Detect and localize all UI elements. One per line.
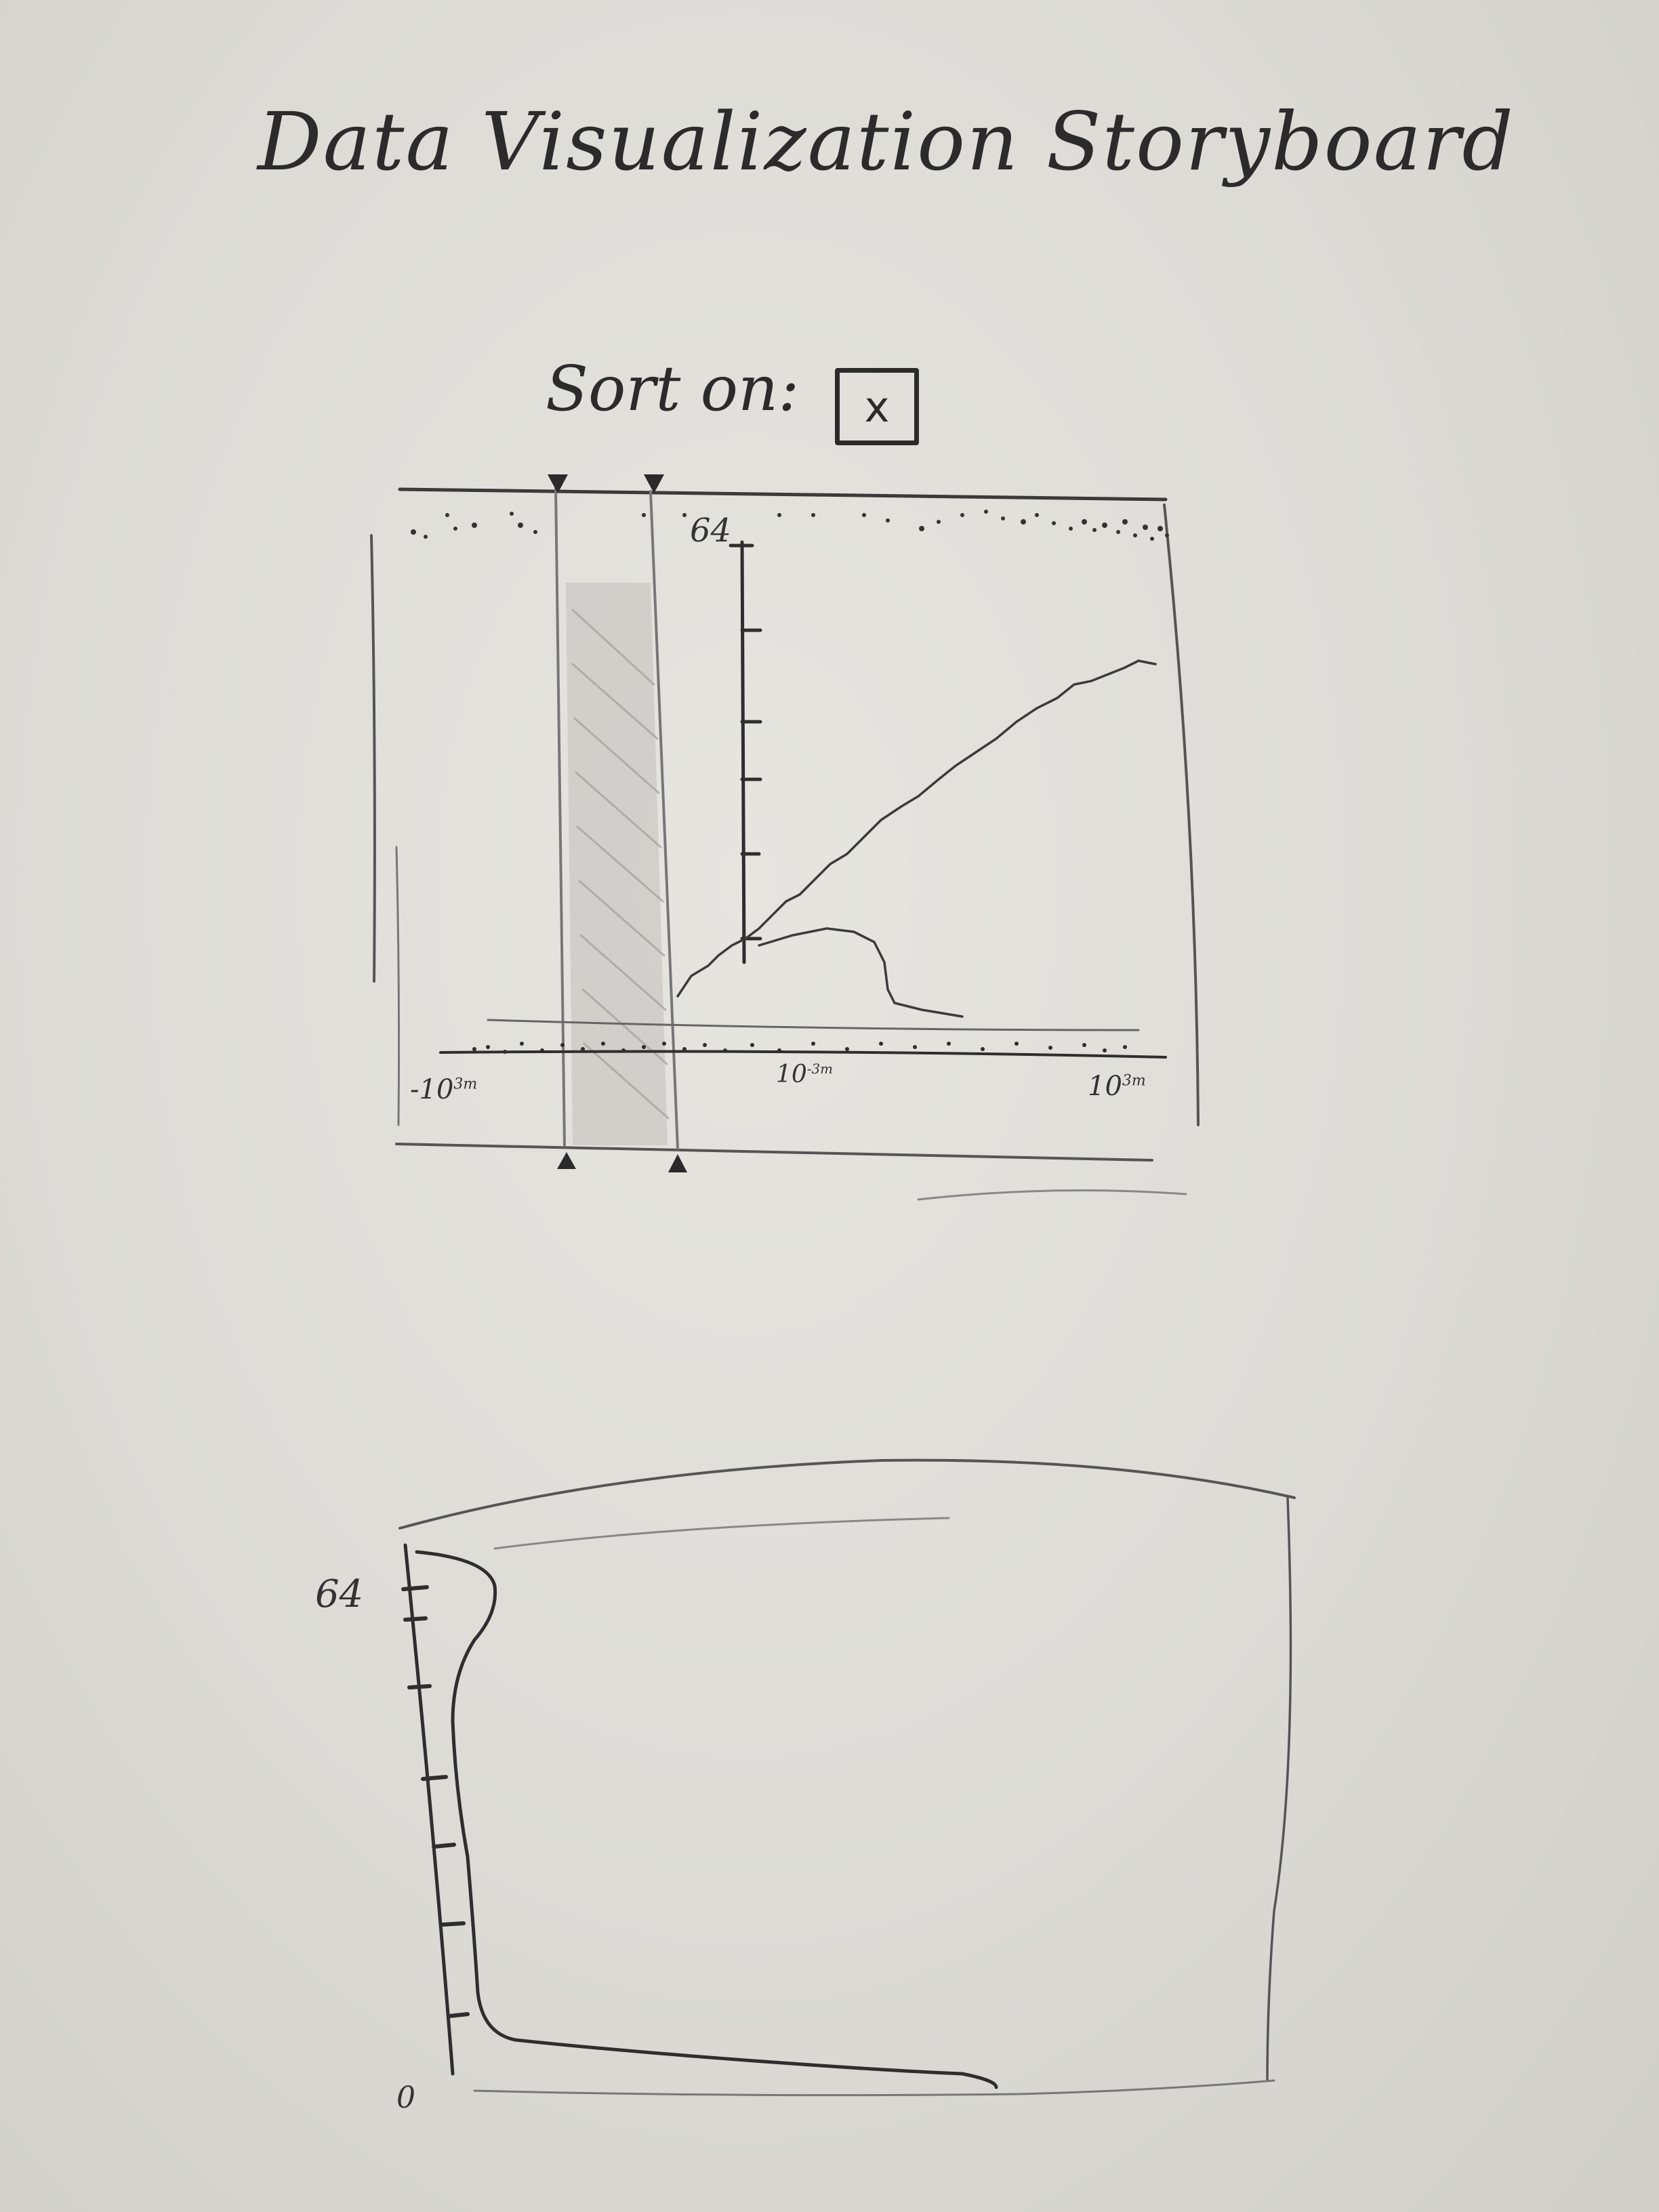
top-frame-bottom: [395, 1143, 1153, 1162]
rising-curve: [676, 659, 1157, 998]
brush-handle-top-right: [644, 474, 664, 493]
top-y-max-label: 64: [690, 512, 732, 550]
brush-left-edge: [554, 487, 566, 1147]
top-x-label-max: 103m: [1088, 1071, 1146, 1102]
sort-dropdown[interactable]: x: [835, 368, 919, 445]
top-scatter-strip: [411, 510, 1169, 541]
sort-label: Sort on:: [546, 352, 800, 425]
top-frame-shadow: [917, 1189, 1187, 1201]
bottom-y-max-label: 64: [315, 1572, 364, 1616]
top-x-axis: [439, 1050, 1167, 1059]
top-x-label-mid: 10-3m: [776, 1061, 833, 1088]
top-frame-left-inner: [395, 846, 401, 1126]
top-x-axis-band: [487, 1019, 1140, 1031]
top-y-ticks: [729, 544, 762, 941]
top-frame-left: [370, 534, 376, 983]
brush-handle-bottom-right: [668, 1154, 687, 1172]
top-y-axis: [740, 540, 746, 964]
distribution-curve: [415, 1550, 998, 2089]
bottom-y-min-label: 0: [396, 2081, 415, 2115]
top-frame-right: [1163, 504, 1200, 1126]
bump-curve: [758, 927, 964, 1018]
bottom-frame-bottom: [473, 2079, 1275, 2097]
top-frame-top: [398, 487, 1168, 501]
page-title: Data Visualization Storyboard: [258, 95, 1515, 188]
top-x-label-min: -103m: [410, 1074, 478, 1105]
bottom-y-ticks: [401, 1585, 470, 2018]
bottom-frame-top-inner: [493, 1517, 950, 1550]
bottom-y-axis: [403, 1543, 455, 2076]
brush-handles: [548, 474, 687, 1172]
brush-handle-bottom-left: [557, 1152, 576, 1169]
bottom-scatter-strip: [472, 1042, 1127, 1054]
bottom-frame-top: [398, 1458, 1296, 1530]
bottom-frame-right: [1266, 1496, 1292, 2082]
brush-right-edge: [649, 490, 679, 1150]
sort-value: x: [864, 382, 890, 432]
brush-handle-top-left: [548, 474, 568, 493]
brush-region: [566, 583, 668, 1145]
